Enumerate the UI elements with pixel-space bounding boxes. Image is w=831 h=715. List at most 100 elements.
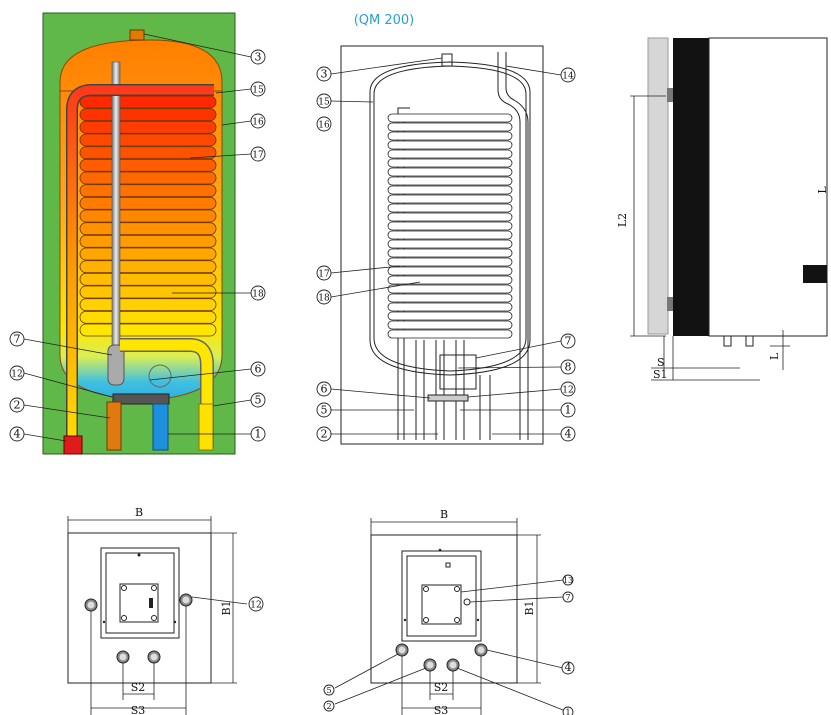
callout-l18: 18 <box>250 285 266 301</box>
coil-turn <box>387 185 513 195</box>
coil-turn <box>387 293 513 303</box>
callout-circle <box>560 402 576 418</box>
coil-turn <box>387 158 513 168</box>
callout-circle <box>250 426 266 442</box>
coil-turn <box>79 285 217 299</box>
callout-number: 12 <box>250 601 261 611</box>
dim-s2-left: S2 <box>131 681 146 694</box>
dim-l2: L2 <box>616 213 629 227</box>
callout-number: 6 <box>255 363 262 376</box>
callout-number: 15 <box>318 98 330 108</box>
callout-m16: 16 <box>316 116 332 132</box>
callout-circle <box>323 700 335 712</box>
coil-turn <box>387 329 513 339</box>
callout-l7: 7 <box>9 331 25 347</box>
callout-number: 6 <box>321 383 328 396</box>
callout-number: 3 <box>321 68 328 81</box>
dim-s3-right: S3 <box>434 704 449 715</box>
callout-number: 12 <box>562 386 573 396</box>
callout-l3: 3 <box>250 49 266 65</box>
callout-circle <box>316 426 332 442</box>
dim-b1-right: B1 <box>523 600 536 615</box>
callout-br2: 2 <box>323 700 335 712</box>
bottom-view-right: B B1 S2 S3 <box>334 508 564 715</box>
callout-br1: 1 <box>562 706 574 715</box>
callout-number: 17 <box>318 270 330 280</box>
coil-turn <box>79 310 217 324</box>
dim-b-right: B <box>440 508 448 521</box>
dim-b-left: B <box>135 506 143 519</box>
callout-m8: 8 <box>560 359 576 375</box>
callout-m3: 3 <box>316 66 332 82</box>
callout-leaders <box>23 33 562 442</box>
callout-number: 16 <box>318 121 330 131</box>
coil-turn <box>387 302 513 312</box>
callout-number: 2 <box>326 702 331 711</box>
coil-turn <box>387 275 513 285</box>
coil-turn <box>79 298 217 312</box>
callout-circle <box>250 361 266 377</box>
callout-br5: 5 <box>323 684 335 696</box>
callout-circle <box>316 265 332 281</box>
callout-number: 3 <box>255 51 262 64</box>
callout-number: 4 <box>565 661 572 674</box>
callout-number: 13 <box>563 576 573 585</box>
coil-turn <box>387 320 513 330</box>
callout-l4: 4 <box>9 426 25 442</box>
coil-turn <box>387 212 513 222</box>
coil-turn <box>387 311 513 321</box>
coil-turn <box>79 272 217 286</box>
callout-number: 16 <box>252 118 264 128</box>
coil-turn <box>79 196 217 210</box>
coil-turn <box>387 230 513 240</box>
coil-turn <box>79 120 217 134</box>
flange <box>112 393 170 405</box>
coil-turn <box>79 222 217 236</box>
callout-m18: 18 <box>316 289 332 305</box>
callout-circle <box>250 81 266 97</box>
dim-s2-right: S2 <box>434 681 449 694</box>
callout-circle <box>560 381 576 397</box>
callout-br7: 7 <box>562 591 574 603</box>
callout-l15: 15 <box>250 81 266 97</box>
coil-turn <box>79 209 217 223</box>
coil-turn <box>79 260 217 274</box>
callout-number: 12 <box>11 370 22 380</box>
callout-circle <box>250 285 266 301</box>
callout-l17: 17 <box>250 146 266 162</box>
callout-m6: 6 <box>316 381 332 397</box>
dim-right-edge: L <box>816 186 829 194</box>
callout-l16: 16 <box>250 113 266 129</box>
callout-number: 7 <box>565 335 572 348</box>
callout-number: 14 <box>562 72 574 82</box>
coil-turn <box>79 108 217 122</box>
dim-s1: S1 <box>653 368 668 381</box>
dim-l: L <box>768 352 781 360</box>
callout-m7: 7 <box>560 333 576 349</box>
callout-circle <box>316 402 332 418</box>
coil-turn <box>79 146 217 160</box>
callout-bl12: 12 <box>248 596 264 612</box>
coil-turn <box>387 149 513 159</box>
coil-turn <box>387 239 513 249</box>
callout-number: 15 <box>252 86 264 96</box>
callout-m17: 17 <box>316 265 332 281</box>
callout-circle <box>561 661 575 675</box>
callout-circle <box>9 426 25 442</box>
callout-number: 5 <box>255 394 262 407</box>
line-section-view <box>340 45 544 445</box>
callout-circle <box>9 397 25 413</box>
coil-turn <box>79 234 217 248</box>
callout-m14: 14 <box>560 67 576 83</box>
coil-turn <box>387 257 513 267</box>
coil-turn <box>387 266 513 276</box>
dim-b1-left: B1 <box>220 600 233 615</box>
callout-circle <box>560 333 576 349</box>
callout-circle <box>316 116 332 132</box>
coil-turn <box>387 113 513 123</box>
callout-br13: 13 <box>562 574 574 586</box>
callout-circle <box>316 381 332 397</box>
callout-number: 2 <box>321 428 328 441</box>
callout-circle <box>560 359 576 375</box>
